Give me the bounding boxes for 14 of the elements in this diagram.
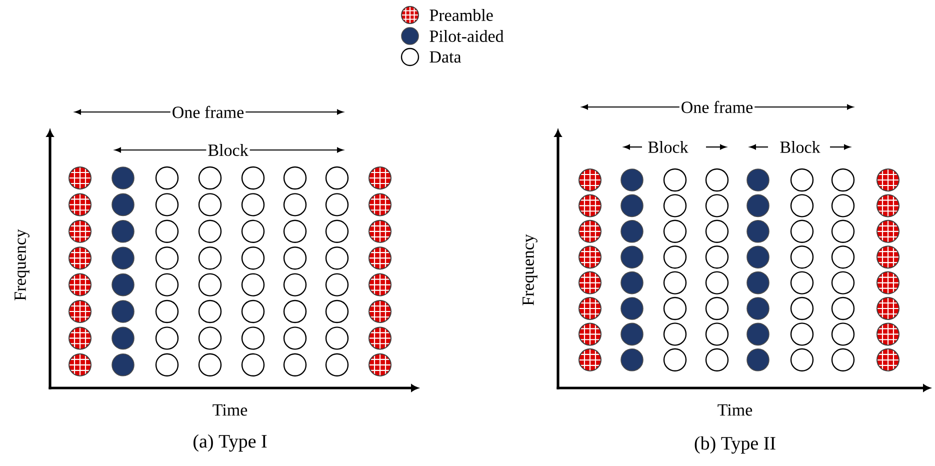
- panel-caption: (a) Type I: [194, 434, 267, 452]
- axis-label: Time: [212, 404, 248, 416]
- panel-caption: (b) Type II: [694, 436, 776, 454]
- dimension-label: Block: [778, 140, 822, 154]
- legend-label: Pilot-aided: [430, 30, 504, 42]
- legend-label: Preamble: [430, 9, 493, 21]
- axis-label: Frequency: [14, 229, 30, 300]
- dimension-label: One frame: [679, 99, 755, 115]
- axis-label: Time: [718, 404, 752, 416]
- dimension-label: Block: [206, 142, 250, 158]
- dimension-label: One frame: [170, 104, 246, 120]
- dimension-label: Block: [646, 140, 690, 154]
- axis-label: Frequency: [522, 234, 538, 306]
- legend-label: Data: [430, 51, 462, 63]
